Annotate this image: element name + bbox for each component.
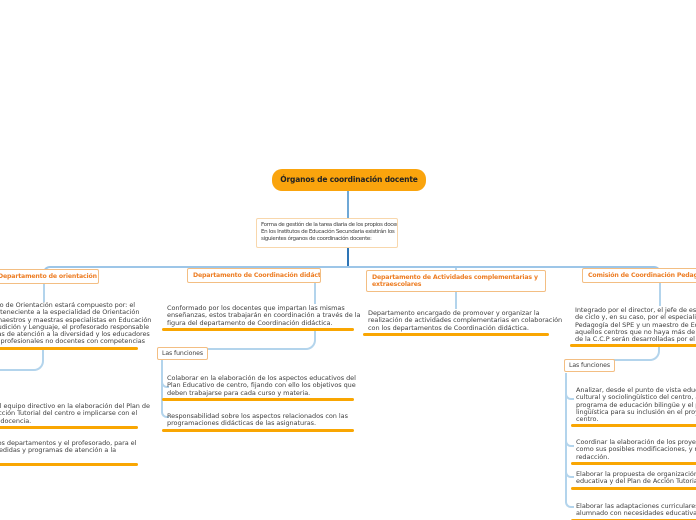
central-topic[interactable]: Órganos de coordinación docente xyxy=(272,169,426,191)
didactica-function-node[interactable]: Responsabilidad sobre los aspectos relac… xyxy=(162,411,354,432)
didactica-function-text: Responsabilidad sobre los aspectos relac… xyxy=(167,412,348,428)
orange-underline xyxy=(162,428,354,432)
actividades-description-node[interactable]: Departamento encargado de promover y org… xyxy=(363,308,563,336)
branch-header-orientacion[interactable]: Departamento de orientación xyxy=(0,269,99,284)
intro-note[interactable]: Forma de gestión de la tarea diaria de l… xyxy=(256,218,398,248)
orientacion-function-node[interactable]: Colaborar con los departamentos y el pro… xyxy=(0,438,138,466)
elbow-didactica-functions xyxy=(203,330,316,350)
connector-note-to-trunk xyxy=(347,246,349,267)
drop-connector-orientacion xyxy=(43,275,45,302)
ccp-function-node[interactable]: Elaborar la propuesta de organización de… xyxy=(571,469,696,490)
spine-ccp-fn4 xyxy=(565,373,574,508)
ccp-functions-label[interactable]: Las funciones xyxy=(564,359,616,372)
actividades-description-text: Departamento encargado de promover y org… xyxy=(368,309,563,332)
orientacion-function-text: Colaborar con el equipo directivo en la … xyxy=(0,402,150,425)
orange-underline xyxy=(571,461,696,465)
ccp-function-node[interactable]: Elaborar las adaptaciones curriculares s… xyxy=(571,501,696,520)
orange-underline xyxy=(571,424,696,428)
connector-central-to-note xyxy=(347,191,349,219)
ccp-description-text: Integrado por el director, el jefe de es… xyxy=(575,306,696,344)
elbow-orientacion-functions xyxy=(0,350,44,371)
ccp-function-node[interactable]: Coordinar la elaboración de los proyecto… xyxy=(571,437,696,465)
orange-underline xyxy=(363,332,549,336)
didactica-description-node[interactable]: Conformado por los docentes que impartan… xyxy=(162,303,361,331)
orange-underline xyxy=(0,462,138,466)
didactica-description-text: Conformado por los docentes que impartan… xyxy=(167,304,361,327)
orientacion-function-text: Colaborar con los departamentos y el pro… xyxy=(0,439,137,455)
orange-underline xyxy=(162,397,354,401)
ccp-function-text: Elaborar las adaptaciones curriculares s… xyxy=(576,502,696,518)
didactica-functions-label[interactable]: Las funciones xyxy=(157,347,209,360)
spine-didactica-fn2 xyxy=(161,360,169,418)
trunk-connector xyxy=(43,266,661,276)
drop-connector-coordinacion-didactica xyxy=(314,268,316,304)
branch-header-ccp[interactable]: Comisión de Coordinación Pedagógica xyxy=(582,268,696,283)
orientacion-function-node[interactable]: Colaborar con el equipo directivo en la … xyxy=(0,401,150,429)
ccp-function-text: Analizar, desde el punto de vista educat… xyxy=(576,386,696,424)
ccp-function-node[interactable]: Analizar, desde el punto de vista educat… xyxy=(571,385,696,428)
orange-underline xyxy=(570,344,696,348)
elbow-ccp-functions xyxy=(609,346,660,361)
ccp-function-text: Elaborar la propuesta de organización de… xyxy=(576,470,696,486)
orientacion-description-text: El Departamento de Orientación estará co… xyxy=(0,301,152,346)
didactica-function-node[interactable]: Colaborar en la elaboración de los aspec… xyxy=(162,373,356,401)
orange-underline xyxy=(571,486,696,490)
branch-header-coordinacion-didactica[interactable]: Departamento de Coordinación didáctica xyxy=(187,268,321,283)
orientacion-description-node[interactable]: El Departamento de Orientación estará co… xyxy=(0,300,152,350)
didactica-function-text: Colaborar en la elaboración de los aspec… xyxy=(167,374,356,397)
ccp-function-text: Coordinar la elaboración de los proyecto… xyxy=(576,438,696,461)
orange-underline xyxy=(0,346,138,350)
orange-underline xyxy=(162,327,354,331)
orange-underline xyxy=(571,518,696,520)
orange-underline xyxy=(0,425,138,429)
drop-connector-ccp xyxy=(659,275,661,306)
branch-header-actividades[interactable]: Departamento de Actividades complementar… xyxy=(366,270,546,292)
ccp-description-node[interactable]: Integrado por el director, el jefe de es… xyxy=(570,305,696,348)
